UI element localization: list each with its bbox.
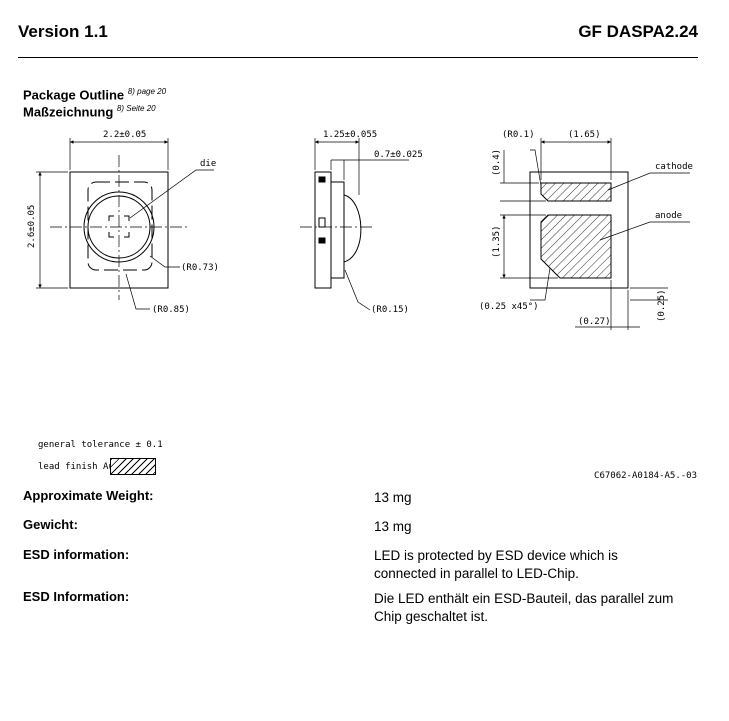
package-outline-ref-en: 8) page 20 <box>127 87 167 96</box>
esd-info-value: LED is protected by ESD device which is … <box>374 548 618 581</box>
side-view-reflector <box>330 181 345 279</box>
version-label: Version 1.1 <box>18 22 108 41</box>
cathode-leader <box>607 172 690 191</box>
r073-label: (R0.73) <box>181 263 219 273</box>
r073-leader <box>149 255 180 268</box>
r015-leader <box>344 269 371 311</box>
top-height-label: 2.6±0.05 <box>27 205 37 248</box>
chamfer-label: (0.25 x45°) <box>479 302 539 312</box>
r01-label: (R0.1) <box>502 130 535 140</box>
cathode-pad <box>540 182 612 202</box>
package-outline-ref-de: 8) Seite 20 <box>116 104 156 113</box>
chamfer-leader <box>530 267 551 301</box>
bottom-view <box>500 138 690 330</box>
cathode-height-label: (0.4) <box>492 149 502 176</box>
package-outline-title-de-wrap: Maßzeichnung 8) Seite 20 <box>23 104 156 119</box>
lead-finish-hatch-swatch <box>110 458 156 475</box>
side-view-lens <box>343 194 362 263</box>
package-outline-title-en: Package Outline <box>23 87 125 103</box>
bottom-edge-label: (0.25) <box>657 289 667 322</box>
r01-leader <box>530 149 542 187</box>
lead-finish-label: lead finish Au <box>38 462 114 472</box>
general-tolerance: general tolerance ± 0.1 <box>38 440 163 450</box>
drawing-code: C67062-A0184-A5.-03 <box>594 471 697 481</box>
esd-info-label: ESD information: <box>23 547 130 562</box>
esd-information-de-label: ESD Information: <box>23 589 130 604</box>
anode-height-label: (1.35) <box>492 225 502 258</box>
top-view-cup <box>87 181 153 271</box>
anode-leader <box>599 221 690 241</box>
cathode-label: cathode <box>655 162 693 172</box>
die-leader <box>129 169 214 219</box>
side-width-label: 1.25±0.055 <box>323 130 377 140</box>
die-outline <box>108 215 130 238</box>
bottom-width-label: (1.65) <box>568 130 601 140</box>
package-outline-title: Package Outline 8) page 20 <box>23 87 166 102</box>
top-width-label: 2.2±0.05 <box>103 130 146 140</box>
r015-label: (R0.15) <box>371 305 409 315</box>
esd-information-de-value: Die LED enthält ein ESD-Bauteil, das par… <box>374 591 674 624</box>
header-divider <box>18 57 698 58</box>
package-outline-title-de: Maßzeichnung <box>23 104 114 120</box>
side-height-label: 0.7±0.025 <box>374 150 423 160</box>
r085-leader <box>125 273 150 310</box>
gewicht-label: Gewicht: <box>23 517 78 532</box>
side-view-substrate <box>314 171 332 289</box>
weight-value: 13 mg <box>374 490 412 505</box>
gap-label: (0.27) <box>578 317 611 327</box>
die-label: die <box>200 159 216 169</box>
r085-label: (R0.85) <box>152 305 190 315</box>
product-name: GF DASPA2.24 <box>578 22 698 41</box>
anode-pad <box>540 214 612 279</box>
anode-label: anode <box>655 211 682 221</box>
gewicht-value: 13 mg <box>374 519 412 534</box>
top-view <box>36 138 214 310</box>
side-view <box>300 138 409 311</box>
weight-label: Approximate Weight: <box>23 488 154 503</box>
